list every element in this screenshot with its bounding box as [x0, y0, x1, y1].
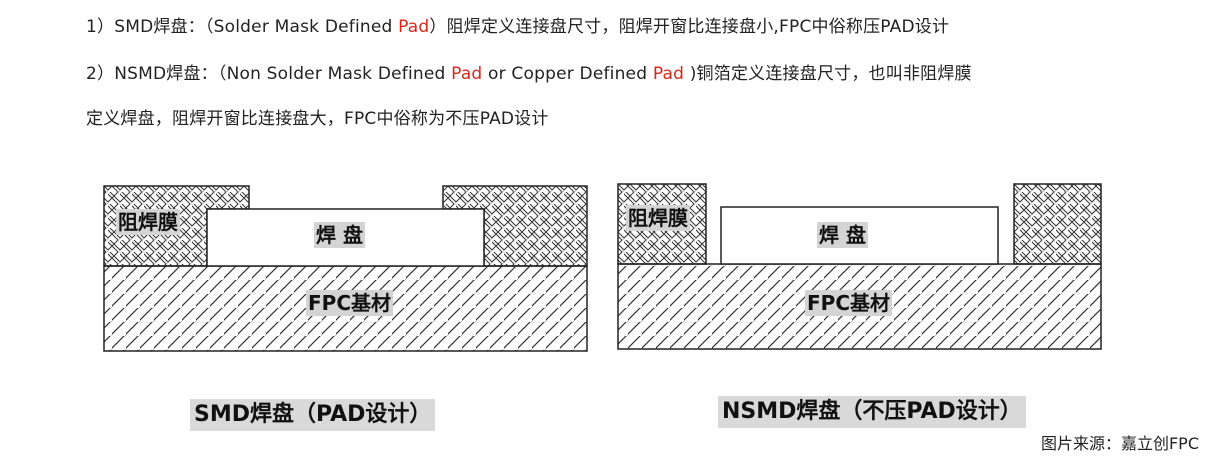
- smd-mask-label: 阻焊膜: [116, 209, 180, 235]
- text-line-2: 2）NSMD焊盘：（Non Solder Mask Defined Pad or…: [86, 59, 972, 84]
- smd-substrate-label: FPC基材: [306, 290, 393, 316]
- smd-diagram: [103, 185, 588, 352]
- nsmd-substrate-label: FPC基材: [805, 290, 892, 316]
- line1-suffix: ）阻焊定义连接盘尺寸，阻焊开窗比连接盘小,FPC中俗称压PAD设计: [429, 17, 950, 37]
- image-credit: 图片来源：嘉立创FPC: [1040, 434, 1199, 453]
- line1-prefix: 1）SMD焊盘：（Solder Mask Defined: [86, 17, 399, 37]
- line2-suffix: )铜箔定义连接盘尺寸，也叫非阻焊膜: [684, 64, 972, 84]
- nsmd-caption: NSMD焊盘（不压PAD设计）: [718, 396, 1026, 428]
- nsmd-diagram: [617, 183, 1102, 350]
- smd-caption: SMD焊盘（PAD设计）: [190, 399, 436, 431]
- line2-pad2: Pad: [652, 64, 685, 84]
- text-line-3: 定义焊盘，阻焊开窗比连接盘大，FPC中俗称为不压PAD设计: [86, 109, 549, 129]
- nsmd-mask-label: 阻焊膜: [626, 205, 690, 231]
- nsmd-pad: [720, 206, 999, 265]
- nsmd-pad-label: 焊 盘: [817, 222, 868, 248]
- text-line-1: 1）SMD焊盘：（Solder Mask Defined Pad）阻焊定义连接盘…: [86, 12, 949, 37]
- nsmd-mask-right: [1013, 183, 1102, 265]
- line2-middle: or Copper Defined: [482, 64, 653, 84]
- line2-prefix: 2）NSMD焊盘：（Non Solder Mask Defined: [86, 64, 452, 84]
- smd-pad-label: 焊 盘: [314, 222, 365, 248]
- line2-pad1: Pad: [451, 64, 483, 84]
- line1-pad: Pad: [398, 17, 430, 37]
